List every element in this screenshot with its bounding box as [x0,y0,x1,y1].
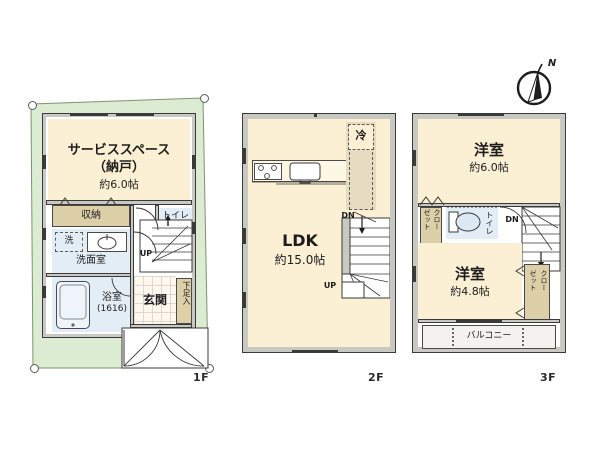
floor-label-2f: 2F [368,371,385,384]
balcony-railing-marker [522,328,524,346]
service-space-label-2: （納戸） [92,160,145,175]
closet-south-label-col2: クロー [540,270,548,291]
toilet-label-1f: トイレ [161,211,189,221]
service-space-label-1: サービススペース [67,143,171,158]
balcony-railing-marker [452,328,454,346]
room-western-north [418,119,560,203]
refrigerator-alcove-outline [349,152,373,210]
balcony-label: バルコニー [466,331,512,341]
room-service-space [48,119,190,202]
closet-south-label-col1: ゼット [529,270,537,291]
window-marker [70,113,108,116]
window-marker [242,148,246,164]
bathroom-size: (1616) [97,304,127,314]
stairs-down-label-2f: DN [341,211,355,220]
site-corner-marker [200,94,209,103]
western-south-area: 約4.8帖 [450,285,490,298]
stairs-up-label-1f: UP [139,249,153,258]
ldk-label: LDK [282,231,318,250]
refrigerator-space [348,124,374,150]
stove-cooktop [254,163,282,180]
closet-south [524,264,550,320]
bathroom-label: 浴室 [102,292,122,303]
interior-wall [46,200,192,205]
balcony [422,325,556,349]
window-marker [116,113,154,116]
north-label: N [547,58,557,69]
floor-plan-3f: 洋室 約6.0帖 ゼット クロー トイレ [400,0,600,450]
window-marker [412,266,416,282]
window-marker [292,350,338,353]
vanity-sink [87,232,127,252]
storage-label: 収納 [81,210,101,221]
floor-plan-2f: 冷 DN UP LDK 約15.0帖 [230,0,396,450]
washer-label: 洗 [64,236,74,246]
window-marker [192,155,196,169]
service-space-area: 約6.0帖 [99,178,139,191]
window-marker [456,319,502,322]
entrance-label: 玄関 [142,293,167,307]
closet-north-label-col1: ゼット [423,209,431,230]
closet-storage [52,205,130,227]
interior-wall [130,324,192,328]
entrance-tile-floor [134,276,176,324]
ldk-area: 約15.0帖 [274,253,326,267]
window-marker [42,286,46,298]
shoe-cabinet-label: 下足入 [182,281,191,305]
washer-space [55,232,83,252]
site-corner-marker [205,364,214,373]
washroom-label: 洗面室 [76,255,106,266]
window-marker [242,292,246,308]
toilet-label-3f: トイレ [485,211,494,235]
shoe-cabinet [176,278,192,324]
floor-label-1f: 1F [193,371,210,384]
western-north-area: 約6.0帖 [469,161,509,174]
western-south-label: 洋室 [454,265,485,283]
site-corner-marker [30,364,39,373]
bathtub [56,281,90,329]
window-marker [314,113,317,117]
stairs-up-label-2f: UP [323,281,337,290]
floor-label-3f: 3F [540,371,557,384]
western-north-label: 洋室 [473,141,504,159]
window-marker [192,222,196,234]
stairs-down-label-3f: DN [505,215,519,224]
floor-plan-1f: サービススペース （納戸） 約6.0帖 収納 洗 洗面室 [0,0,230,450]
room-western-south [418,243,522,319]
closet-north-label-col2: クロー [433,209,441,230]
north-arrow: N [508,58,568,110]
window-marker [458,113,504,116]
window-marker [412,150,416,166]
site-corner-marker [28,101,37,110]
window-marker [42,155,46,169]
window-marker [42,228,46,240]
window-marker [242,228,246,244]
refrigerator-label: 冷 [355,129,367,142]
